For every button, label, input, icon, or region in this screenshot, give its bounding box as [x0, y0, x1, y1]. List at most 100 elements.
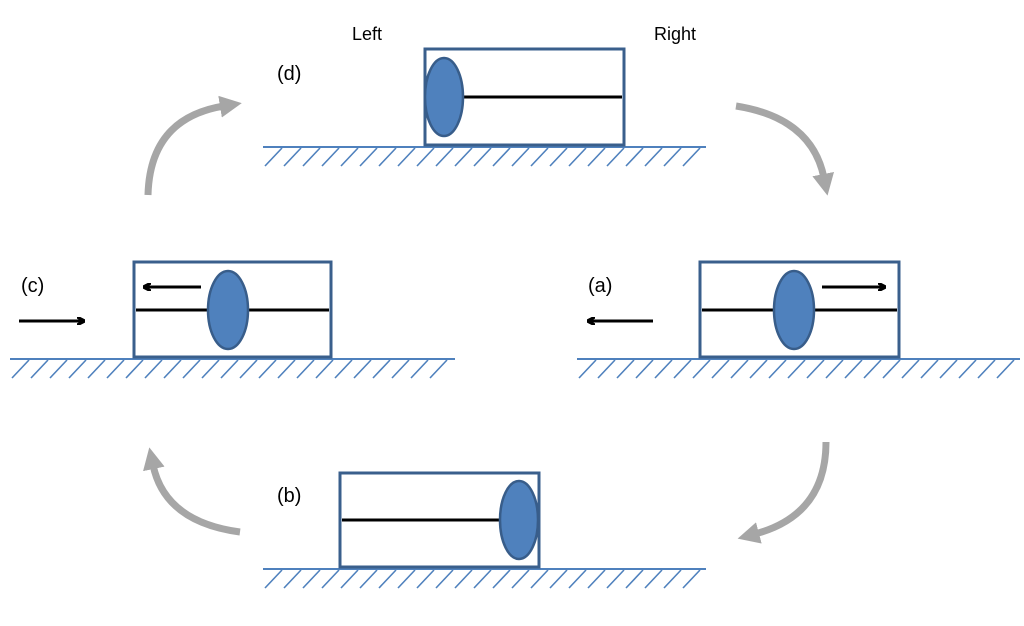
ground-hatch	[625, 147, 644, 167]
ground-hatch	[410, 359, 429, 379]
ground-hatch	[340, 147, 359, 167]
ground-hatch	[340, 569, 359, 589]
mass-d	[423, 56, 465, 138]
ground-hatch	[220, 359, 239, 379]
ground-hatch	[296, 359, 315, 379]
ground-hatch	[334, 359, 353, 379]
ground-hatch	[454, 569, 473, 589]
ground-hatch	[587, 569, 606, 589]
ground-hatch	[397, 147, 416, 167]
ground-hatch	[391, 359, 410, 379]
cycle-arrow-d-to-a	[735, 102, 834, 196]
stage-label-a: (a)	[588, 275, 612, 297]
left-direction-label: Left	[352, 24, 382, 44]
ground-hatch	[239, 359, 258, 379]
ground-hatch	[682, 569, 701, 589]
ground-hatch	[606, 569, 625, 589]
ground-hatch	[654, 359, 673, 379]
ground-hatch	[673, 359, 692, 379]
ground-hatch	[321, 569, 340, 589]
ground-hatch	[416, 147, 435, 167]
ground-hatch	[863, 359, 882, 379]
ground-hatch	[692, 359, 711, 379]
ground-hatch	[806, 359, 825, 379]
cycle-arrow-a-to-b	[737, 441, 830, 544]
stage-label-c: (c)	[21, 275, 44, 297]
ground-hatch	[315, 359, 334, 379]
ground-hatch	[530, 147, 549, 167]
ground-hatch	[635, 359, 654, 379]
stage-c: (c)	[10, 260, 455, 379]
ground-hatch	[182, 359, 201, 379]
ground-hatch	[958, 359, 977, 379]
ground-hatch	[920, 359, 939, 379]
cycle-arrow-b-to-c	[143, 447, 241, 536]
ground-hatch	[568, 147, 587, 167]
ground-hatch	[749, 359, 768, 379]
ground-hatch	[277, 359, 296, 379]
ground-hatch	[597, 359, 616, 379]
ground-hatch	[359, 569, 378, 589]
ground-hatch	[258, 359, 277, 379]
stage-b: (b)	[263, 471, 706, 589]
ground-a	[577, 358, 1020, 379]
ground-hatch	[87, 359, 106, 379]
ground-hatch	[844, 359, 863, 379]
ground-hatch	[578, 359, 597, 379]
ground-hatch	[359, 147, 378, 167]
ground-hatch	[353, 359, 372, 379]
ground-hatch	[492, 147, 511, 167]
ground-hatch	[435, 147, 454, 167]
ground-hatch	[644, 569, 663, 589]
ground-d	[263, 146, 706, 167]
ground-hatch	[30, 359, 49, 379]
ground-hatch	[378, 569, 397, 589]
ground-hatch	[939, 359, 958, 379]
stage-d: (d)	[263, 47, 706, 167]
ground-hatch	[977, 359, 996, 379]
ground-hatch	[530, 569, 549, 589]
ground-hatch	[473, 147, 492, 167]
ground-hatch	[663, 147, 682, 167]
ground-hatch	[768, 359, 787, 379]
ground-hatch	[663, 569, 682, 589]
stage-label-b: (b)	[277, 485, 301, 507]
ground-hatch	[264, 569, 283, 589]
ground-hatch	[163, 359, 182, 379]
mass-c	[206, 269, 250, 351]
ground-hatch	[435, 569, 454, 589]
ground-hatch	[68, 359, 87, 379]
ground-hatch	[125, 359, 144, 379]
ground-hatch	[454, 147, 473, 167]
ground-hatch	[901, 359, 920, 379]
ground-hatch	[568, 569, 587, 589]
ground-hatch	[511, 569, 530, 589]
ground-hatch	[787, 359, 806, 379]
right-direction-label: Right	[654, 24, 696, 44]
ground-hatch	[302, 147, 321, 167]
ground-hatch	[378, 147, 397, 167]
cycle-arrow-c-to-d	[144, 95, 242, 196]
ground-hatch	[644, 147, 663, 167]
mass-a	[772, 269, 816, 351]
ground-hatch	[825, 359, 844, 379]
ground-c	[10, 358, 455, 379]
ground-hatch	[996, 359, 1015, 379]
ground-hatch	[587, 147, 606, 167]
ground-hatch	[616, 359, 635, 379]
ground-hatch	[730, 359, 749, 379]
ground-hatch	[511, 147, 530, 167]
ground-hatch	[882, 359, 901, 379]
ground-hatch	[606, 147, 625, 167]
stage-label-d: (d)	[277, 63, 301, 85]
ground-hatch	[492, 569, 511, 589]
ground-hatch	[416, 569, 435, 589]
ground-b	[263, 568, 706, 589]
ground-hatch	[549, 569, 568, 589]
mass-b	[498, 479, 540, 561]
ground-hatch	[711, 359, 730, 379]
ground-hatch	[625, 569, 644, 589]
ground-hatch	[321, 147, 340, 167]
ground-hatch	[473, 569, 492, 589]
